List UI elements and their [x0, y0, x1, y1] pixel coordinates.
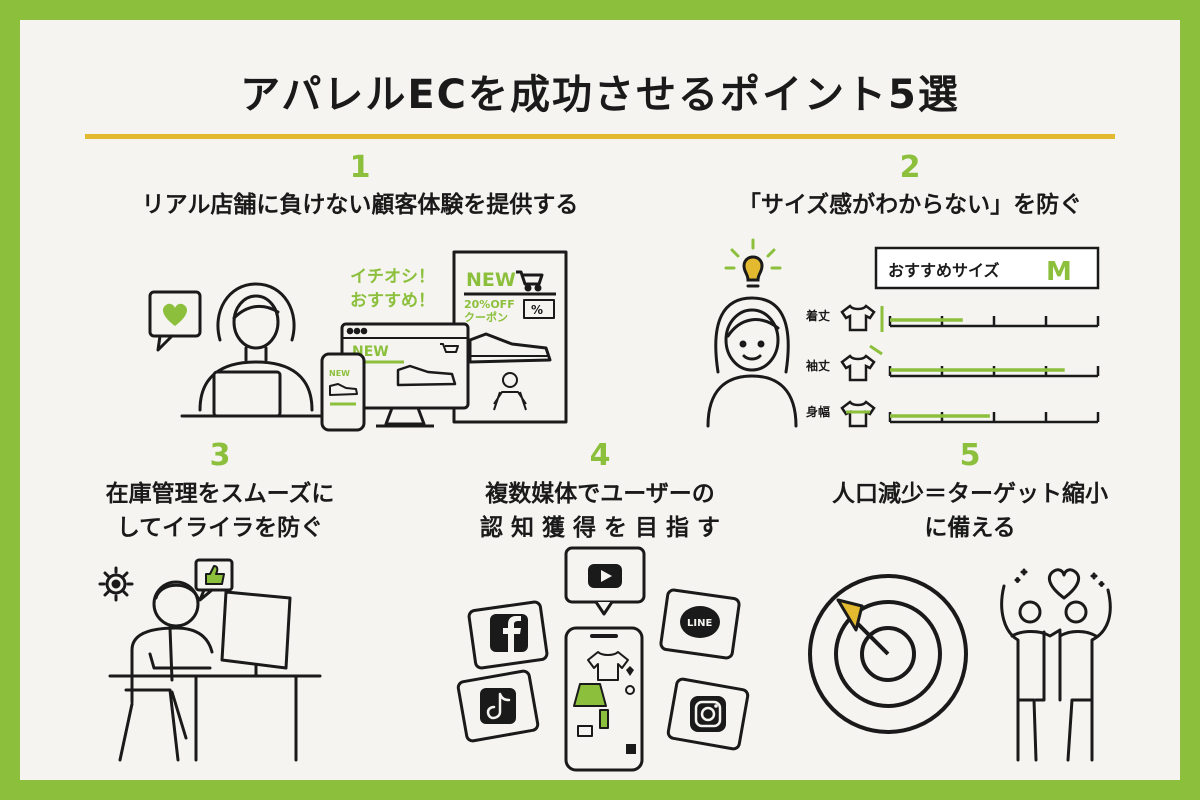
laptop	[212, 370, 282, 418]
bottle-icon	[599, 709, 609, 729]
point-5-heading-line-2: に備える	[924, 515, 1016, 541]
skirt-icon	[573, 683, 607, 707]
size-chart: 着丈 袖丈 身幅	[805, 304, 1100, 428]
recommend-size-value: M	[1046, 257, 1072, 287]
gear-icon	[98, 566, 134, 602]
point-5-heading-line-1: 人口減少＝ターゲット縮小	[832, 481, 1108, 507]
promo-text: イチオシ！ おすすめ！	[350, 267, 435, 311]
poster-new-label: NEW	[466, 269, 516, 291]
point-5-number: 5	[959, 438, 981, 473]
point-5-heading: 人口減少＝ターゲット縮小 に備える	[790, 477, 1150, 545]
heart-icon	[163, 303, 187, 326]
line-icon-text: LINE	[687, 618, 712, 629]
smartphone: NEW	[320, 352, 366, 432]
promo-line-1: イチオシ！	[350, 267, 435, 287]
coupon-label: クーポン	[464, 310, 508, 324]
shirt-icon	[587, 651, 629, 681]
speech-bubble	[148, 290, 202, 338]
celebrating-people-illustration	[1000, 568, 1112, 762]
point-4-heading: 複数媒体でユーザーの 認 知 獲 得 を 目 指 す	[420, 477, 780, 545]
point-4-number: 4	[589, 438, 611, 473]
point-3-heading-line-2: してイライラを防ぐ	[116, 515, 324, 541]
point-2-number: 2	[899, 150, 921, 185]
thumbs-up-icon	[194, 558, 234, 602]
coupon-discount: 20%OFF	[464, 298, 515, 311]
point-2-heading: 「サイズ感がわからない」を防ぐ	[737, 192, 1083, 218]
monitor-cart-icon	[440, 343, 459, 353]
shopper-avatar	[706, 296, 798, 428]
target-icon	[808, 574, 968, 734]
poster: NEW 20%OFF クーポン %	[452, 250, 568, 424]
customer-at-laptop-illustration	[148, 282, 332, 418]
size-row: 着丈	[805, 304, 1100, 332]
point-1-heading: リアル店舗に負けない顧客体験を提供する	[141, 192, 579, 218]
tshirt-icon	[840, 354, 876, 382]
tshirt-icon	[840, 304, 876, 332]
coupon-badge-text: %	[531, 303, 543, 317]
lipstick-icon	[577, 725, 593, 737]
like-icon	[626, 666, 634, 676]
recommend-size-box: おすすめサイズ M	[874, 246, 1100, 290]
point-3-heading-line-1: 在庫管理をスムーズに	[105, 481, 335, 507]
page-title: アパレルECを成功させるポイント5選	[240, 72, 960, 118]
recommend-size-label: おすすめサイズ	[888, 261, 1000, 280]
size-row-label: 身幅	[806, 404, 830, 419]
inventory-worker-illustration	[98, 558, 322, 762]
size-row-label: 着丈	[805, 308, 830, 323]
line-icon: LINE	[659, 588, 741, 660]
phone-new-label: NEW	[329, 369, 350, 378]
size-row: 身幅	[806, 400, 1100, 428]
smartphone-center	[564, 626, 644, 772]
point-3-heading: 在庫管理をスムーズに してイライラを防ぐ	[40, 477, 400, 545]
tiktok-icon	[456, 669, 540, 743]
facebook-icon	[467, 600, 549, 670]
lightbulb-icon	[724, 238, 782, 288]
youtube-icon	[564, 546, 646, 616]
point-1-number: 1	[349, 150, 371, 185]
tshirt-icon	[840, 400, 876, 428]
size-row: 袖丈	[806, 344, 1100, 382]
title-underline	[85, 134, 1115, 139]
point-3-number: 3	[209, 438, 231, 473]
size-row-label: 袖丈	[806, 358, 830, 373]
point-4-heading-line-2: 認 知 獲 得 を 目 指 す	[479, 515, 721, 541]
monitor-sneaker-icon	[396, 364, 457, 387]
promo-line-2: おすすめ！	[350, 291, 435, 311]
cart-icon	[516, 270, 544, 286]
coupon-badge	[523, 299, 555, 319]
instagram-icon	[666, 677, 750, 751]
heart-icon	[1047, 568, 1081, 600]
point-4-heading-line-1: 複数媒体でユーザーの	[485, 481, 715, 507]
sneaker-icon	[468, 332, 552, 364]
